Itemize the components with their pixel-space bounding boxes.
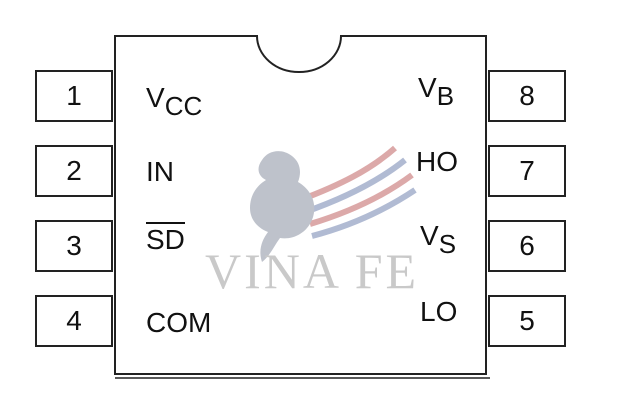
wing-stripe-red-1: [298, 145, 397, 203]
pin-3-label: SD: [146, 222, 185, 255]
pin-8-label-main: V: [418, 72, 437, 103]
pin-6-label-sub: S: [438, 229, 457, 259]
pin-6-number: 6: [519, 230, 535, 261]
pin-1-label-sub: CC: [164, 91, 203, 121]
pin-1-label: VCC: [146, 82, 202, 120]
pin-1-label-main: V: [146, 82, 165, 113]
wing-stripe-red-2: [309, 172, 414, 227]
pin-3-number: 3: [66, 230, 82, 261]
pin-2-label-main: IN: [146, 156, 174, 187]
pin-7-label-main: HO: [416, 146, 458, 177]
pin-4-box: 4: [35, 295, 113, 347]
pin-5-label: LO: [420, 298, 457, 326]
pin-8-label: VB: [418, 72, 454, 110]
pin-7-box: 7: [488, 145, 566, 197]
pin-2-label: IN: [146, 158, 174, 186]
pin-5-number: 5: [519, 305, 535, 336]
pin-1-number: 1: [66, 80, 82, 111]
pin-6-box: 6: [488, 220, 566, 272]
pin-6-label-main: V: [420, 220, 439, 251]
wing-stripe-blue-1: [304, 157, 407, 215]
pin-8-number: 8: [519, 80, 535, 111]
pin-1-box: 1: [35, 70, 113, 122]
pin-4-label: COM: [146, 309, 211, 337]
pin-5-box: 5: [488, 295, 566, 347]
watermark-text: VINA FE: [205, 243, 420, 299]
horse-silhouette: [250, 151, 315, 262]
pin-8-label-sub: B: [436, 81, 455, 111]
pin-4-label-main: COM: [146, 307, 212, 338]
pin-8-box: 8: [488, 70, 566, 122]
pin-2-box: 2: [35, 145, 113, 197]
pin-7-number: 7: [519, 155, 535, 186]
pin-6-label: VS: [420, 220, 456, 258]
pin-4-number: 4: [66, 305, 82, 336]
wing-stripes: [298, 145, 417, 239]
pin-5-label-main: LO: [420, 296, 458, 327]
pin-3-box: 3: [35, 220, 113, 272]
pin-2-number: 2: [66, 155, 82, 186]
pin-7-label: HO: [416, 148, 458, 176]
wing-stripe-blue-2: [311, 187, 417, 239]
pin-3-label-main: SD: [146, 222, 185, 255]
